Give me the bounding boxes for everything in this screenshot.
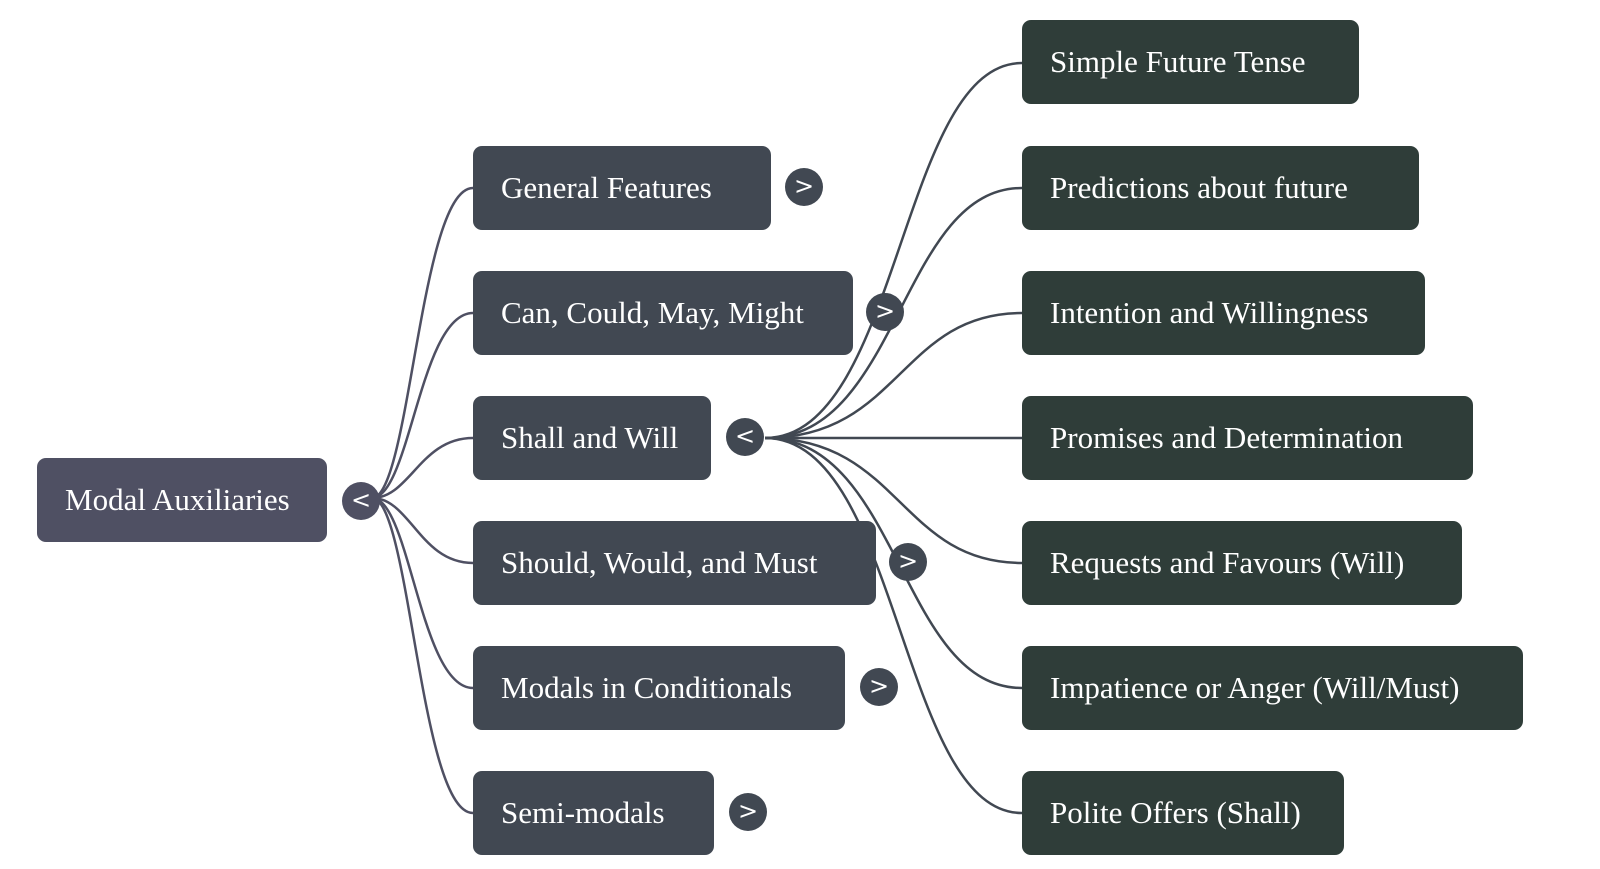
root-node[interactable]: Modal Auxiliaries xyxy=(37,458,327,542)
branch-node-label: Can, Could, May, Might xyxy=(501,295,804,330)
branch-node-label: Semi-modals xyxy=(501,795,665,830)
leaf-node-requests-and-favours[interactable]: Requests and Favours (Will) xyxy=(1022,521,1462,605)
leaf-node-promises-and-determination[interactable]: Promises and Determination xyxy=(1022,396,1473,480)
connector-root-shall-will xyxy=(371,436,474,500)
expand-toggle-modals-in-conditionals[interactable]: > xyxy=(860,668,898,706)
leaf-node-label: Requests and Favours (Will) xyxy=(1050,545,1405,580)
root-collapse-toggle[interactable]: < xyxy=(342,482,380,520)
leaf-node-polite-offers[interactable]: Polite Offers (Shall) xyxy=(1022,771,1344,855)
connector-shall-intention xyxy=(764,311,1023,440)
branch-node-label: Shall and Will xyxy=(501,420,679,455)
leaf-node-predictions-about-future[interactable]: Predictions about future xyxy=(1022,146,1419,230)
leaf-node-intention-and-willingness[interactable]: Intention and Willingness xyxy=(1022,271,1425,355)
expand-toggle-should-would-must[interactable]: > xyxy=(889,543,927,581)
leaf-node-simple-future-tense[interactable]: Simple Future Tense xyxy=(1022,20,1359,104)
connector-shall-polite-offers xyxy=(764,436,1023,815)
branch-node-should-would-must[interactable]: Should, Would, and Must xyxy=(473,521,876,605)
leaf-node-label: Impatience or Anger (Will/Must) xyxy=(1050,670,1460,705)
leaf-node-label: Polite Offers (Shall) xyxy=(1050,795,1301,830)
expand-toggle-can-could-may-might[interactable]: > xyxy=(866,293,904,331)
leaf-node-label: Intention and Willingness xyxy=(1050,295,1369,330)
branch-node-label: Modals in Conditionals xyxy=(501,670,793,705)
branch-node-general-features[interactable]: General Features xyxy=(473,146,771,230)
root-node-label: Modal Auxiliaries xyxy=(65,482,290,517)
connector-shall-simple-future xyxy=(764,61,1023,440)
connector-shall-requests xyxy=(764,436,1023,565)
leaf-node-label: Promises and Determination xyxy=(1050,420,1403,455)
branch-node-label: General Features xyxy=(501,170,712,205)
connector-root-should-would xyxy=(371,496,474,565)
connector-root-can-could xyxy=(371,311,474,500)
branch-node-semi-modals[interactable]: Semi-modals xyxy=(473,771,714,855)
leaf-node-impatience-or-anger[interactable]: Impatience or Anger (Will/Must) xyxy=(1022,646,1523,730)
expand-toggle-semi-modals[interactable]: > xyxy=(729,793,767,831)
collapse-toggle-shall-and-will[interactable]: < xyxy=(726,418,764,456)
branch-node-shall-and-will[interactable]: Shall and Will xyxy=(473,396,711,480)
leaf-node-label: Predictions about future xyxy=(1050,170,1348,205)
leaf-node-label: Simple Future Tense xyxy=(1050,44,1306,79)
branch-node-can-could-may-might[interactable]: Can, Could, May, Might xyxy=(473,271,853,355)
connector-root-general-features xyxy=(371,186,474,500)
branch-node-modals-in-conditionals[interactable]: Modals in Conditionals xyxy=(473,646,845,730)
expand-toggle-general-features[interactable]: > xyxy=(785,168,823,206)
connector-root-semi-modals xyxy=(371,496,474,815)
connector-root-conditionals xyxy=(371,496,474,690)
branch-node-label: Should, Would, and Must xyxy=(501,545,818,580)
